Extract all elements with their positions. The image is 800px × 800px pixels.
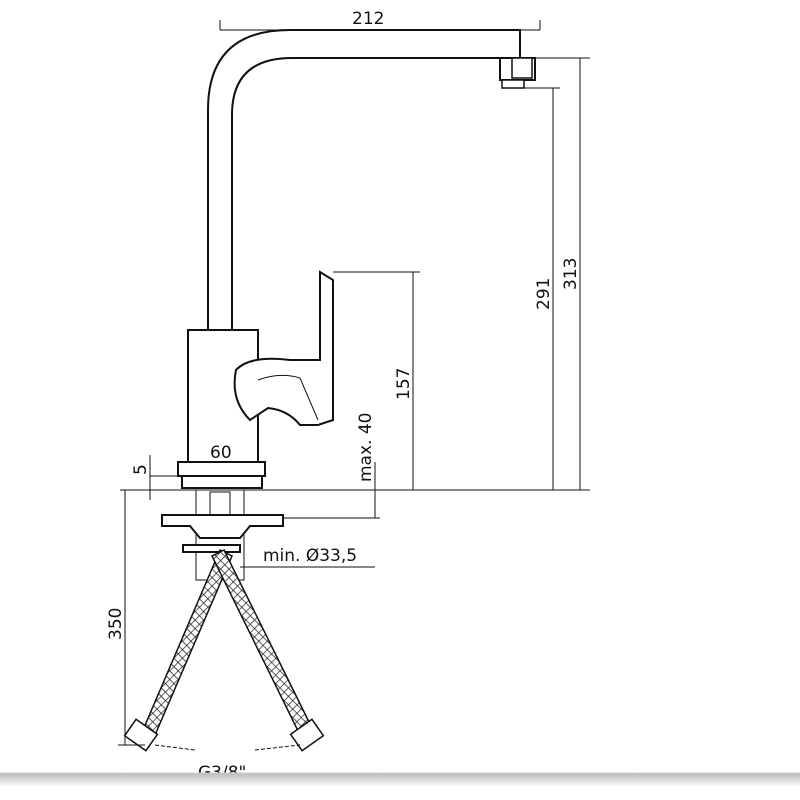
- lever-handle[interactable]: [233, 270, 334, 426]
- mounting-plate: [161, 514, 284, 539]
- dim-hole-diameter: min. Ø33,5: [263, 546, 357, 566]
- dim-base-width: 60: [210, 443, 232, 463]
- dim-base-height: 5: [131, 464, 151, 475]
- hose-connector-left: [123, 718, 159, 752]
- dim-spout-height: 291: [534, 278, 554, 310]
- shelf-shadow: [0, 773, 800, 787]
- hose-right: [210, 548, 313, 737]
- dim-hose-length: 350: [106, 608, 126, 640]
- aerator: [501, 79, 525, 89]
- dim-total-height: 313: [561, 258, 581, 290]
- dim-spout-reach: 212: [352, 9, 384, 29]
- hose-left: [142, 548, 233, 736]
- hose-connector-right: [289, 718, 325, 752]
- dimension-lines: [118, 20, 590, 751]
- spout: [207, 29, 521, 331]
- dim-lever-height: 157: [394, 368, 414, 400]
- base-ring: [177, 461, 266, 477]
- dim-max-deck: max. 40: [356, 413, 376, 482]
